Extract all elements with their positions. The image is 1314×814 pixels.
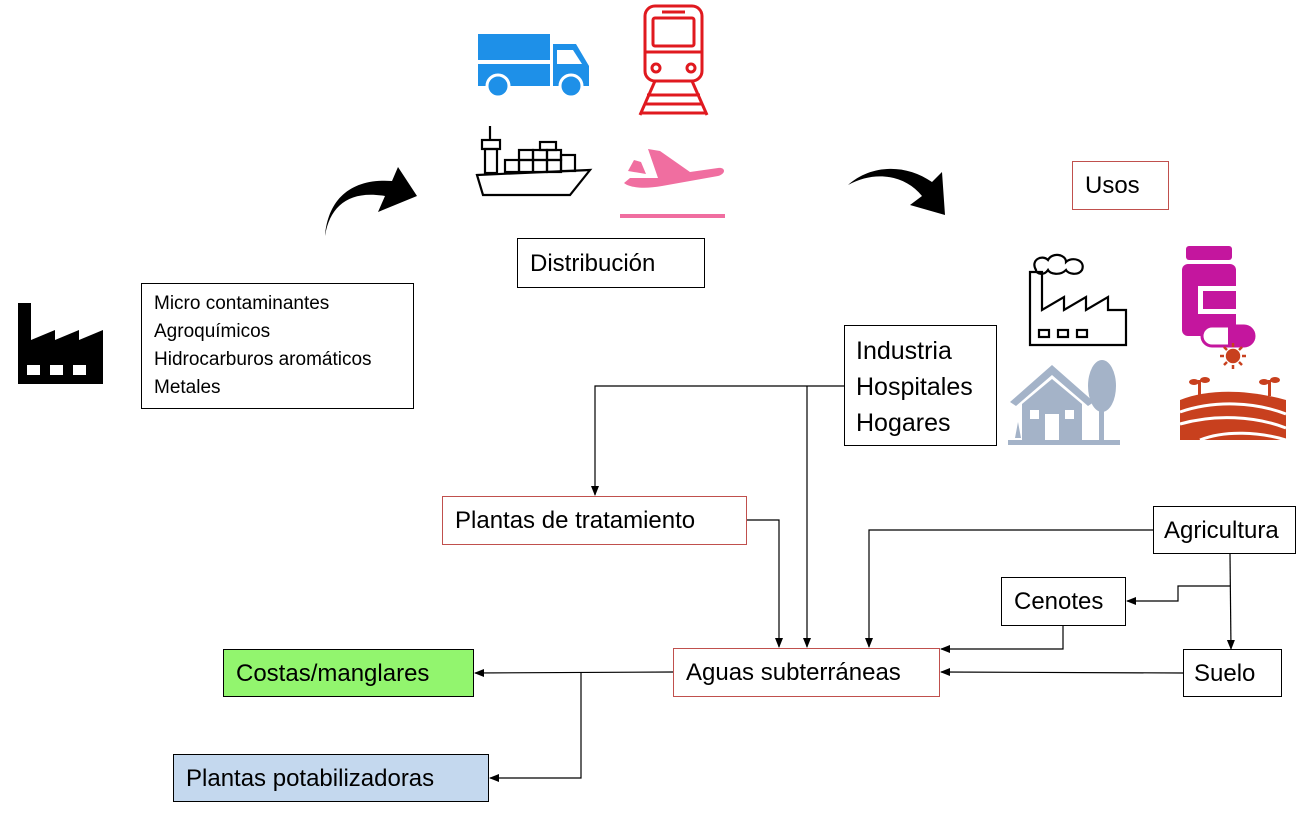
groundwater-box: Aguas subterráneas	[673, 648, 940, 697]
potabilization-plants-box: Plantas potabilizadoras	[173, 754, 489, 802]
groundwater-label: Aguas subterráneas	[686, 659, 901, 686]
soil-label: Suelo	[1194, 660, 1256, 687]
connector-cenotes-to-groundwater	[940, 625, 1064, 653]
contaminant-item: Micro contaminantes	[154, 293, 330, 314]
contaminant-item: Hidrocarburos aromáticos	[154, 349, 372, 370]
uses-box: Usos	[1072, 161, 1169, 210]
sources-box: Industria Hospitales Hogares	[844, 325, 997, 446]
agriculture-label: Agricultura	[1164, 517, 1279, 544]
distribution-label: Distribución	[530, 250, 656, 277]
treatment-plants-label: Plantas de tratamiento	[455, 507, 696, 534]
connector-agriculture-to-groundwater	[865, 529, 1153, 648]
connector-sources-to-treatment	[591, 385, 845, 496]
agriculture-box: Agricultura	[1153, 506, 1296, 554]
curved-arrow-icon	[848, 168, 945, 215]
cenotes-box: Cenotes	[1001, 577, 1126, 626]
connector-groundwater-to-potab	[489, 672, 582, 782]
coasts-box: Costas/manglares	[223, 649, 474, 697]
contaminants-box: Micro contaminantes Agroquímicos Hidroca…	[141, 283, 414, 409]
source-item: Hospitales	[856, 373, 973, 401]
connector-agriculture-to-soil	[1226, 553, 1235, 650]
treatment-plants-box: Plantas de tratamiento	[442, 496, 747, 545]
connector-agriculture-to-cenotes	[1126, 585, 1230, 605]
curved-arrow-icon	[325, 167, 417, 236]
uses-label: Usos	[1085, 172, 1140, 199]
distribution-box: Distribución	[517, 238, 705, 288]
cenotes-label: Cenotes	[1014, 588, 1104, 615]
connector-treatment-to-groundwater	[747, 519, 783, 648]
connector-soil-to-groundwater	[940, 668, 1184, 677]
connector-groundwater-to-coasts	[474, 668, 674, 677]
source-item: Hogares	[856, 409, 951, 437]
contaminant-item: Agroquímicos	[154, 321, 271, 342]
coasts-label: Costas/manglares	[236, 660, 430, 687]
source-item: Industria	[856, 337, 952, 365]
contaminant-item: Metales	[154, 377, 221, 398]
soil-box: Suelo	[1183, 649, 1282, 697]
potabilization-plants-label: Plantas potabilizadoras	[186, 765, 435, 792]
